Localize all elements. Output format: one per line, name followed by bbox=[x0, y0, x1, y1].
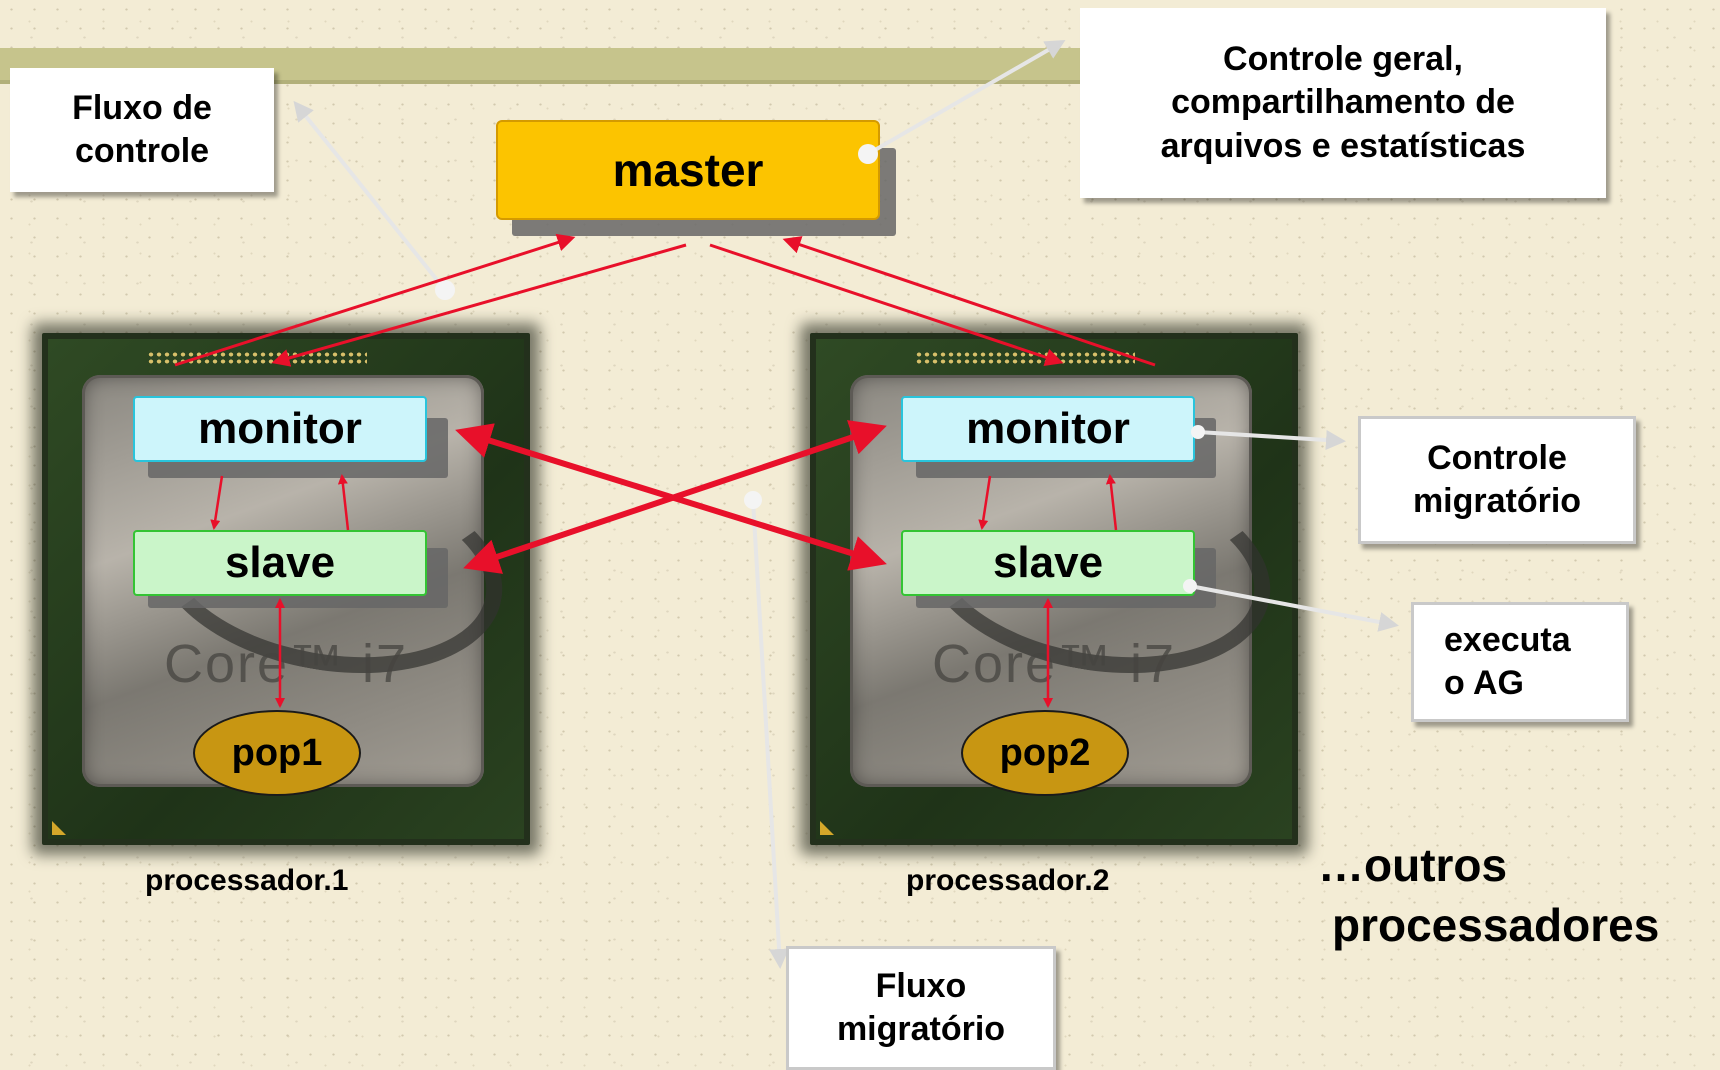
callout-general-control: Controle geral, compartilhamento de arqu… bbox=[1080, 8, 1606, 198]
migration-slave1-monitor2 bbox=[463, 420, 887, 574]
monitor-node-1: monitor bbox=[133, 396, 427, 462]
slave-node-1: slave bbox=[133, 530, 427, 596]
pointer-control-flow bbox=[293, 100, 447, 292]
callout-runs-ag: executa o AG bbox=[1411, 602, 1629, 722]
pointer-migratory-flow bbox=[751, 499, 790, 969]
callout-migratory-flow: Fluxo migratório bbox=[786, 946, 1056, 1070]
pointer-general-control bbox=[867, 40, 1066, 156]
processor-1-label: processador.1 bbox=[145, 864, 349, 897]
callout-migratory-control: Controle migratório bbox=[1358, 416, 1636, 544]
slave-node-2: slave bbox=[901, 530, 1195, 596]
population-2: pop2 bbox=[961, 710, 1129, 796]
arrow-monitor1-to-master bbox=[174, 233, 576, 367]
monitor-node-2: monitor bbox=[901, 396, 1195, 462]
arrow-master-to-monitor1 bbox=[271, 243, 687, 367]
processor-2-label: processador.2 bbox=[906, 864, 1110, 897]
callout-control-flow: Fluxo de controle bbox=[10, 68, 274, 192]
other-processors-text: …outros processadores bbox=[1318, 839, 1660, 951]
arrow-master-to-monitor2 bbox=[709, 243, 1064, 366]
population-1: pop1 bbox=[193, 710, 361, 796]
pointer-runs-ag bbox=[1189, 584, 1399, 632]
master-node: master bbox=[496, 120, 880, 220]
pointer-migratory-control bbox=[1197, 430, 1346, 450]
arrow-monitor2-to-master bbox=[782, 236, 1156, 367]
